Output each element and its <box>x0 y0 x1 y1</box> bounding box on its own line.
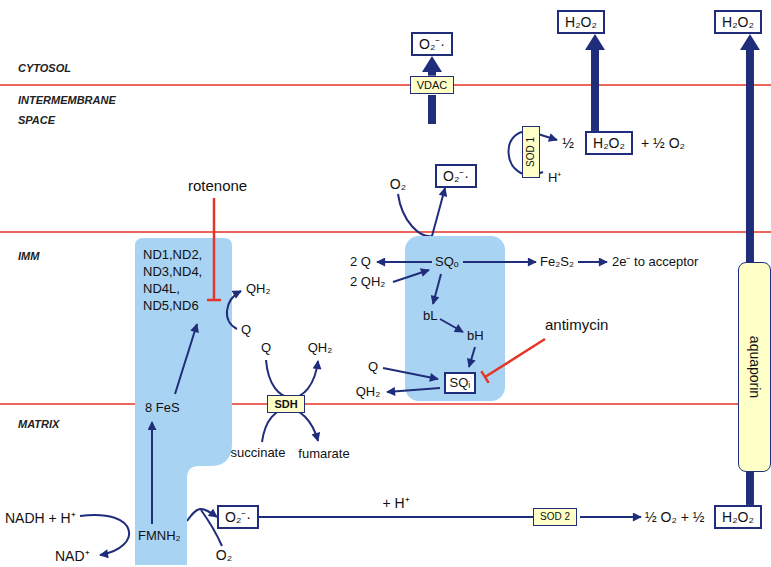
species-label: ½ O₂ + ½ <box>645 509 705 525</box>
cluster-label: Fe₂S₂ <box>540 255 574 270</box>
electron-transfer-arrow <box>578 261 607 263</box>
connector-arrow <box>187 509 217 521</box>
site-box: SQᵢ <box>444 372 477 395</box>
node-text: H₂O₂ <box>722 509 754 525</box>
species-label: succinate <box>231 446 286 461</box>
inhibitor-line <box>485 339 545 377</box>
channel-box: VDAC <box>410 76 455 95</box>
species-box: H₂O₂ <box>585 131 633 155</box>
inhibitor-label: rotenone <box>188 177 247 194</box>
electron-arrow <box>433 274 441 304</box>
species-box: H₂O₂ <box>714 505 762 529</box>
node-text: aquaporin <box>748 336 762 398</box>
enzyme-box: SOD 1 <box>522 126 540 178</box>
node-text: bH <box>467 328 484 344</box>
inhibitor-label: antimycin <box>545 316 608 333</box>
node-text: bL <box>423 308 437 324</box>
connectors <box>187 49 750 521</box>
oxygen-input-arrow <box>398 194 432 236</box>
electron-label: 2e⁻ to acceptor <box>612 255 698 270</box>
species-box: O₂⁻· <box>411 32 453 56</box>
species-box: O₂⁻· <box>435 164 477 188</box>
node-text: SDH <box>274 398 297 411</box>
node-text: H₂O₂ <box>593 135 625 151</box>
species-label: Q <box>241 323 251 338</box>
species-label: + ½ O₂ <box>641 135 685 151</box>
node-text: 8 FeS <box>145 400 180 416</box>
coefficient-label: ½ <box>562 135 574 151</box>
inhibitor-bar <box>207 299 221 302</box>
electron-arrow <box>469 347 475 367</box>
enzyme-box: SDH <box>267 395 304 414</box>
connector-arrow <box>746 472 754 505</box>
species-label: 2 Q <box>350 255 371 270</box>
connector-arrow <box>591 49 599 131</box>
quinone-arrow <box>227 291 241 329</box>
inhibitor-bar <box>481 371 488 383</box>
vdac-flux <box>428 95 436 124</box>
node-text: SQᵢ <box>450 376 471 391</box>
node-text: FMNH₂ <box>138 528 181 544</box>
sod2-arrow <box>580 516 641 518</box>
connector-arrow <box>432 188 445 236</box>
node-text: O₂⁻· <box>225 509 251 525</box>
electron-arrow <box>440 319 463 332</box>
node-text: SQₒ <box>435 254 459 270</box>
quinol-arrow <box>393 270 429 282</box>
sdh-quinone-arrow <box>266 360 318 398</box>
connector-arrow <box>259 516 533 518</box>
complex-shape: SQᵢ SQₒ bL bH <box>405 236 505 401</box>
electron-arrow <box>463 261 536 263</box>
node-text: H₂O₂ <box>565 14 597 30</box>
quinone-arrow <box>377 261 432 263</box>
membrane-line <box>0 84 771 86</box>
region-label: MATRIX <box>18 418 59 431</box>
species-label: O₂ <box>216 547 232 563</box>
node-text: O₂⁻· <box>443 168 469 184</box>
node-text: SOD 2 <box>540 511 570 523</box>
species-label: QH₂ <box>246 282 271 297</box>
species-label: QH₂ <box>356 385 381 400</box>
sdh-succinate-arrow <box>262 409 318 442</box>
species-label: NADH + H⁺ <box>5 510 76 526</box>
species-label: 2 QH₂ <box>350 275 385 290</box>
quinol-arrow <box>387 388 440 392</box>
species-label: Q <box>261 341 271 356</box>
quinone-arrow <box>383 368 438 379</box>
species-label: fumarate <box>298 447 349 462</box>
electron-arrow <box>151 422 153 524</box>
species-label: NAD⁺ <box>55 548 90 564</box>
species-box: O₂⁻· <box>217 505 259 529</box>
node-text: ND1,ND2, ND3,ND4, ND4L, ND5,ND6 <box>143 246 207 314</box>
node-text: O₂⁻· <box>419 36 445 52</box>
node-text: SOD 1 <box>526 137 536 167</box>
node-text: VDAC <box>417 79 448 92</box>
edge-label: + H⁺ <box>380 495 411 511</box>
membrane-line <box>0 231 771 233</box>
region-label: INTERMEMBRANE SPACE <box>18 90 116 130</box>
enzyme-box: SOD 2 <box>533 508 577 526</box>
connector-arrow <box>746 49 754 262</box>
inhibitor-line <box>213 198 216 300</box>
electron-arrow <box>175 324 197 394</box>
membrane-line <box>0 403 771 405</box>
species-box: H₂O₂ <box>557 10 605 34</box>
species-label: QH₂ <box>308 341 333 356</box>
channel-box: aquaporin <box>738 262 771 472</box>
region-label: CYTOSOL <box>18 62 71 75</box>
species-label: O₂ <box>390 176 406 192</box>
species-box: H₂O₂ <box>714 10 762 34</box>
membrane-lines <box>0 85 771 404</box>
node-text: H₂O₂ <box>722 14 754 30</box>
species-label: Q <box>368 360 378 375</box>
region-label: IMM <box>18 250 39 263</box>
species-label: H⁺ <box>548 171 561 186</box>
